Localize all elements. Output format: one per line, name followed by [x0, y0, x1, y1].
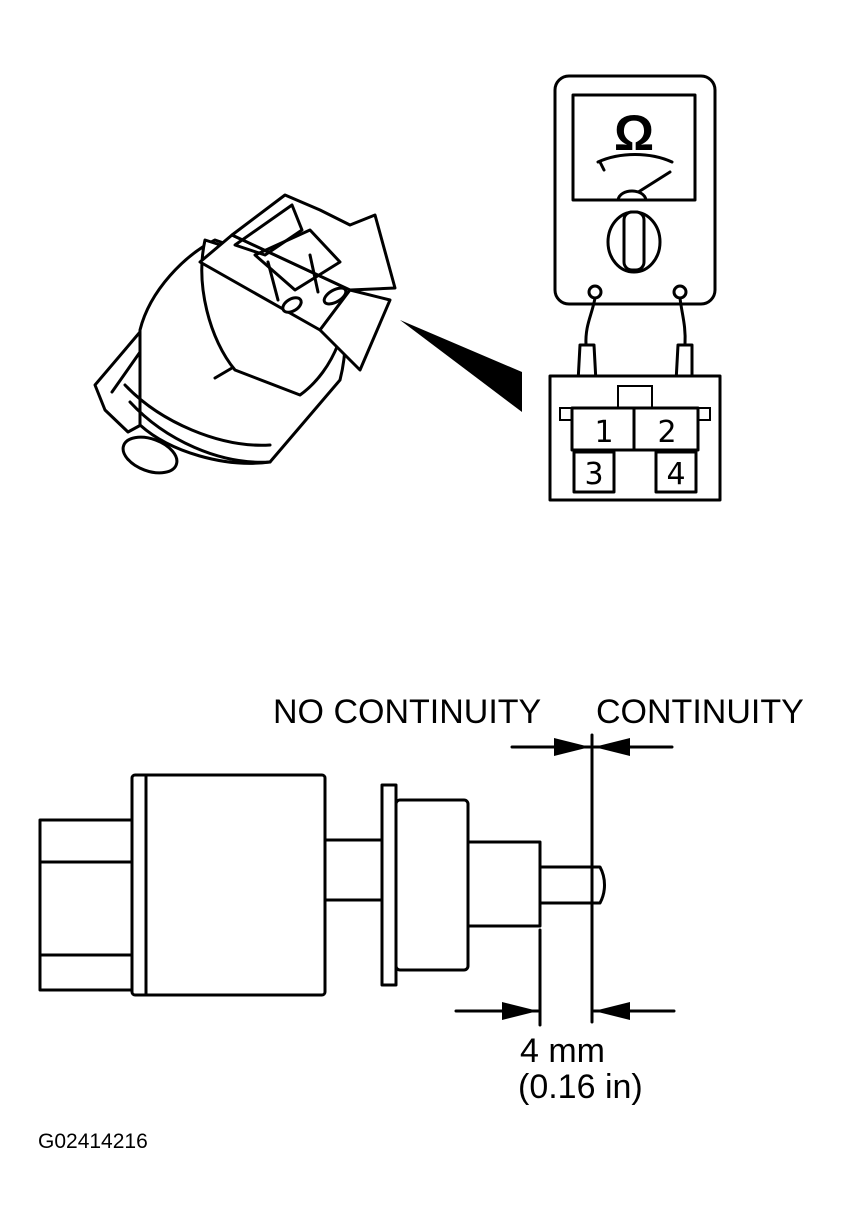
terminal-1-label: 1 — [594, 415, 613, 450]
ohmmeter-icon: Ω — [553, 74, 717, 414]
switch-isometric-view — [93, 193, 397, 475]
no-continuity-label: NO CONTINUITY — [273, 693, 541, 731]
continuity-dimension — [454, 733, 676, 1027]
connector-face: 1 2 3 4 — [548, 374, 722, 502]
terminal-3-label: 3 — [584, 457, 603, 492]
figure-id: G02414216 — [38, 1130, 148, 1153]
stroke-in-label: (0.16 in) — [518, 1068, 643, 1106]
terminal-2-label: 2 — [657, 415, 676, 450]
continuity-label: CONTINUITY — [596, 693, 804, 731]
callout-pointer — [400, 320, 522, 412]
stroke-mm-label: 4 mm — [520, 1032, 605, 1070]
ohm-symbol: Ω — [614, 105, 654, 161]
terminal-4-label: 4 — [666, 457, 685, 492]
switch-side-view — [38, 773, 606, 997]
